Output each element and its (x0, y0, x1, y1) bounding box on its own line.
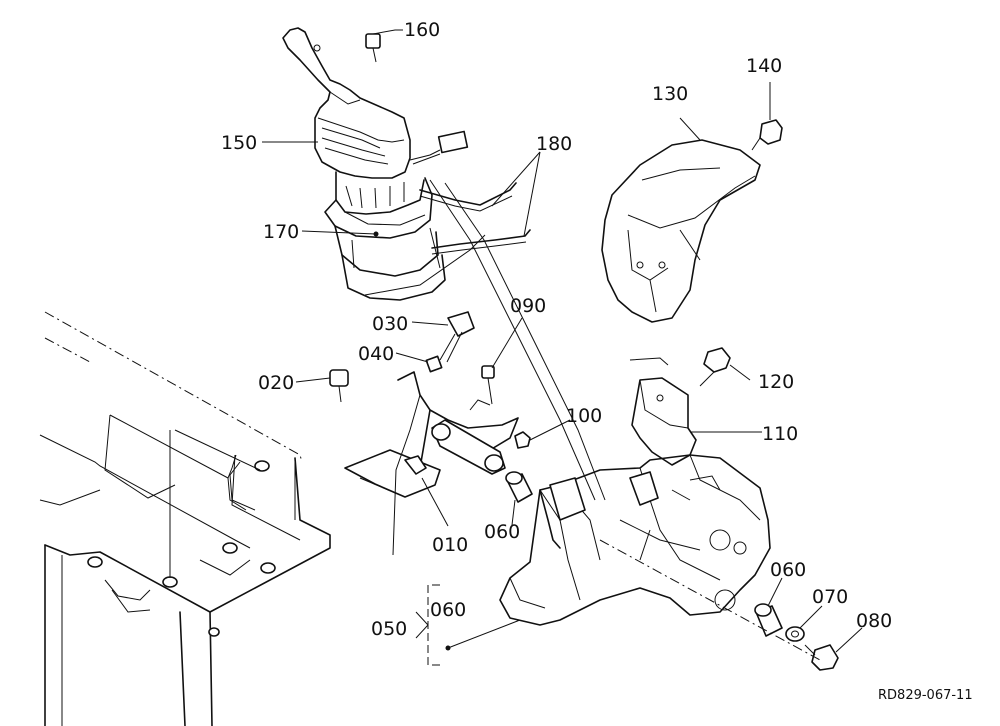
callout-150: 150 (221, 132, 257, 154)
callout-140: 140 (746, 55, 782, 77)
bolt-090 (481, 365, 495, 405)
callout-090: 090 (510, 295, 546, 317)
callout-130: 130 (652, 83, 688, 105)
callout-100: 100 (566, 405, 602, 427)
callout-060-lower: 060 (770, 559, 806, 581)
chassis-frame (39, 311, 331, 726)
callout-020: 020 (258, 372, 294, 394)
callout-070: 070 (812, 586, 848, 608)
callout-170: 170 (263, 221, 299, 243)
callout-060-assembly: 060 (430, 599, 466, 621)
callout-010: 010 (432, 534, 468, 556)
mount-bracket (499, 454, 771, 626)
harness-cable (429, 179, 596, 501)
bolt-080 (804, 644, 839, 671)
callout-180: 180 (536, 133, 572, 155)
screw-140 (751, 119, 783, 151)
bracket-plate (629, 357, 697, 466)
cover (601, 139, 761, 323)
lever-bracket (344, 371, 519, 556)
callout-160: 160 (404, 19, 440, 41)
nut-100 (514, 431, 531, 449)
leader-lines (262, 82, 863, 666)
spacer-040 (425, 355, 443, 373)
joystick-boot (324, 177, 446, 301)
callout-labels: 160 150 180 170 130 140 030 090 040 020 … (221, 19, 973, 703)
callout-060-upper: 060 (484, 521, 520, 543)
collar-060-upper (505, 471, 533, 503)
harness-cable-2 (444, 182, 606, 501)
collar-060-lower (754, 603, 783, 637)
pin-030 (439, 311, 475, 363)
callout-030: 030 (372, 313, 408, 335)
cable-ties (364, 182, 531, 296)
callout-110: 110 (762, 423, 798, 445)
bolt-120 (699, 347, 731, 387)
callout-080: 080 (856, 610, 892, 632)
alignment-axis (599, 539, 821, 661)
screw-160 (365, 29, 403, 63)
callout-050: 050 (371, 618, 407, 640)
callout-040: 040 (358, 343, 394, 365)
callout-120: 120 (758, 371, 794, 393)
joystick-lever (282, 27, 469, 215)
washer-070 (785, 626, 805, 642)
bolt-020 (329, 369, 349, 403)
drawing-reference-code: RD829-067-11 (878, 688, 973, 703)
